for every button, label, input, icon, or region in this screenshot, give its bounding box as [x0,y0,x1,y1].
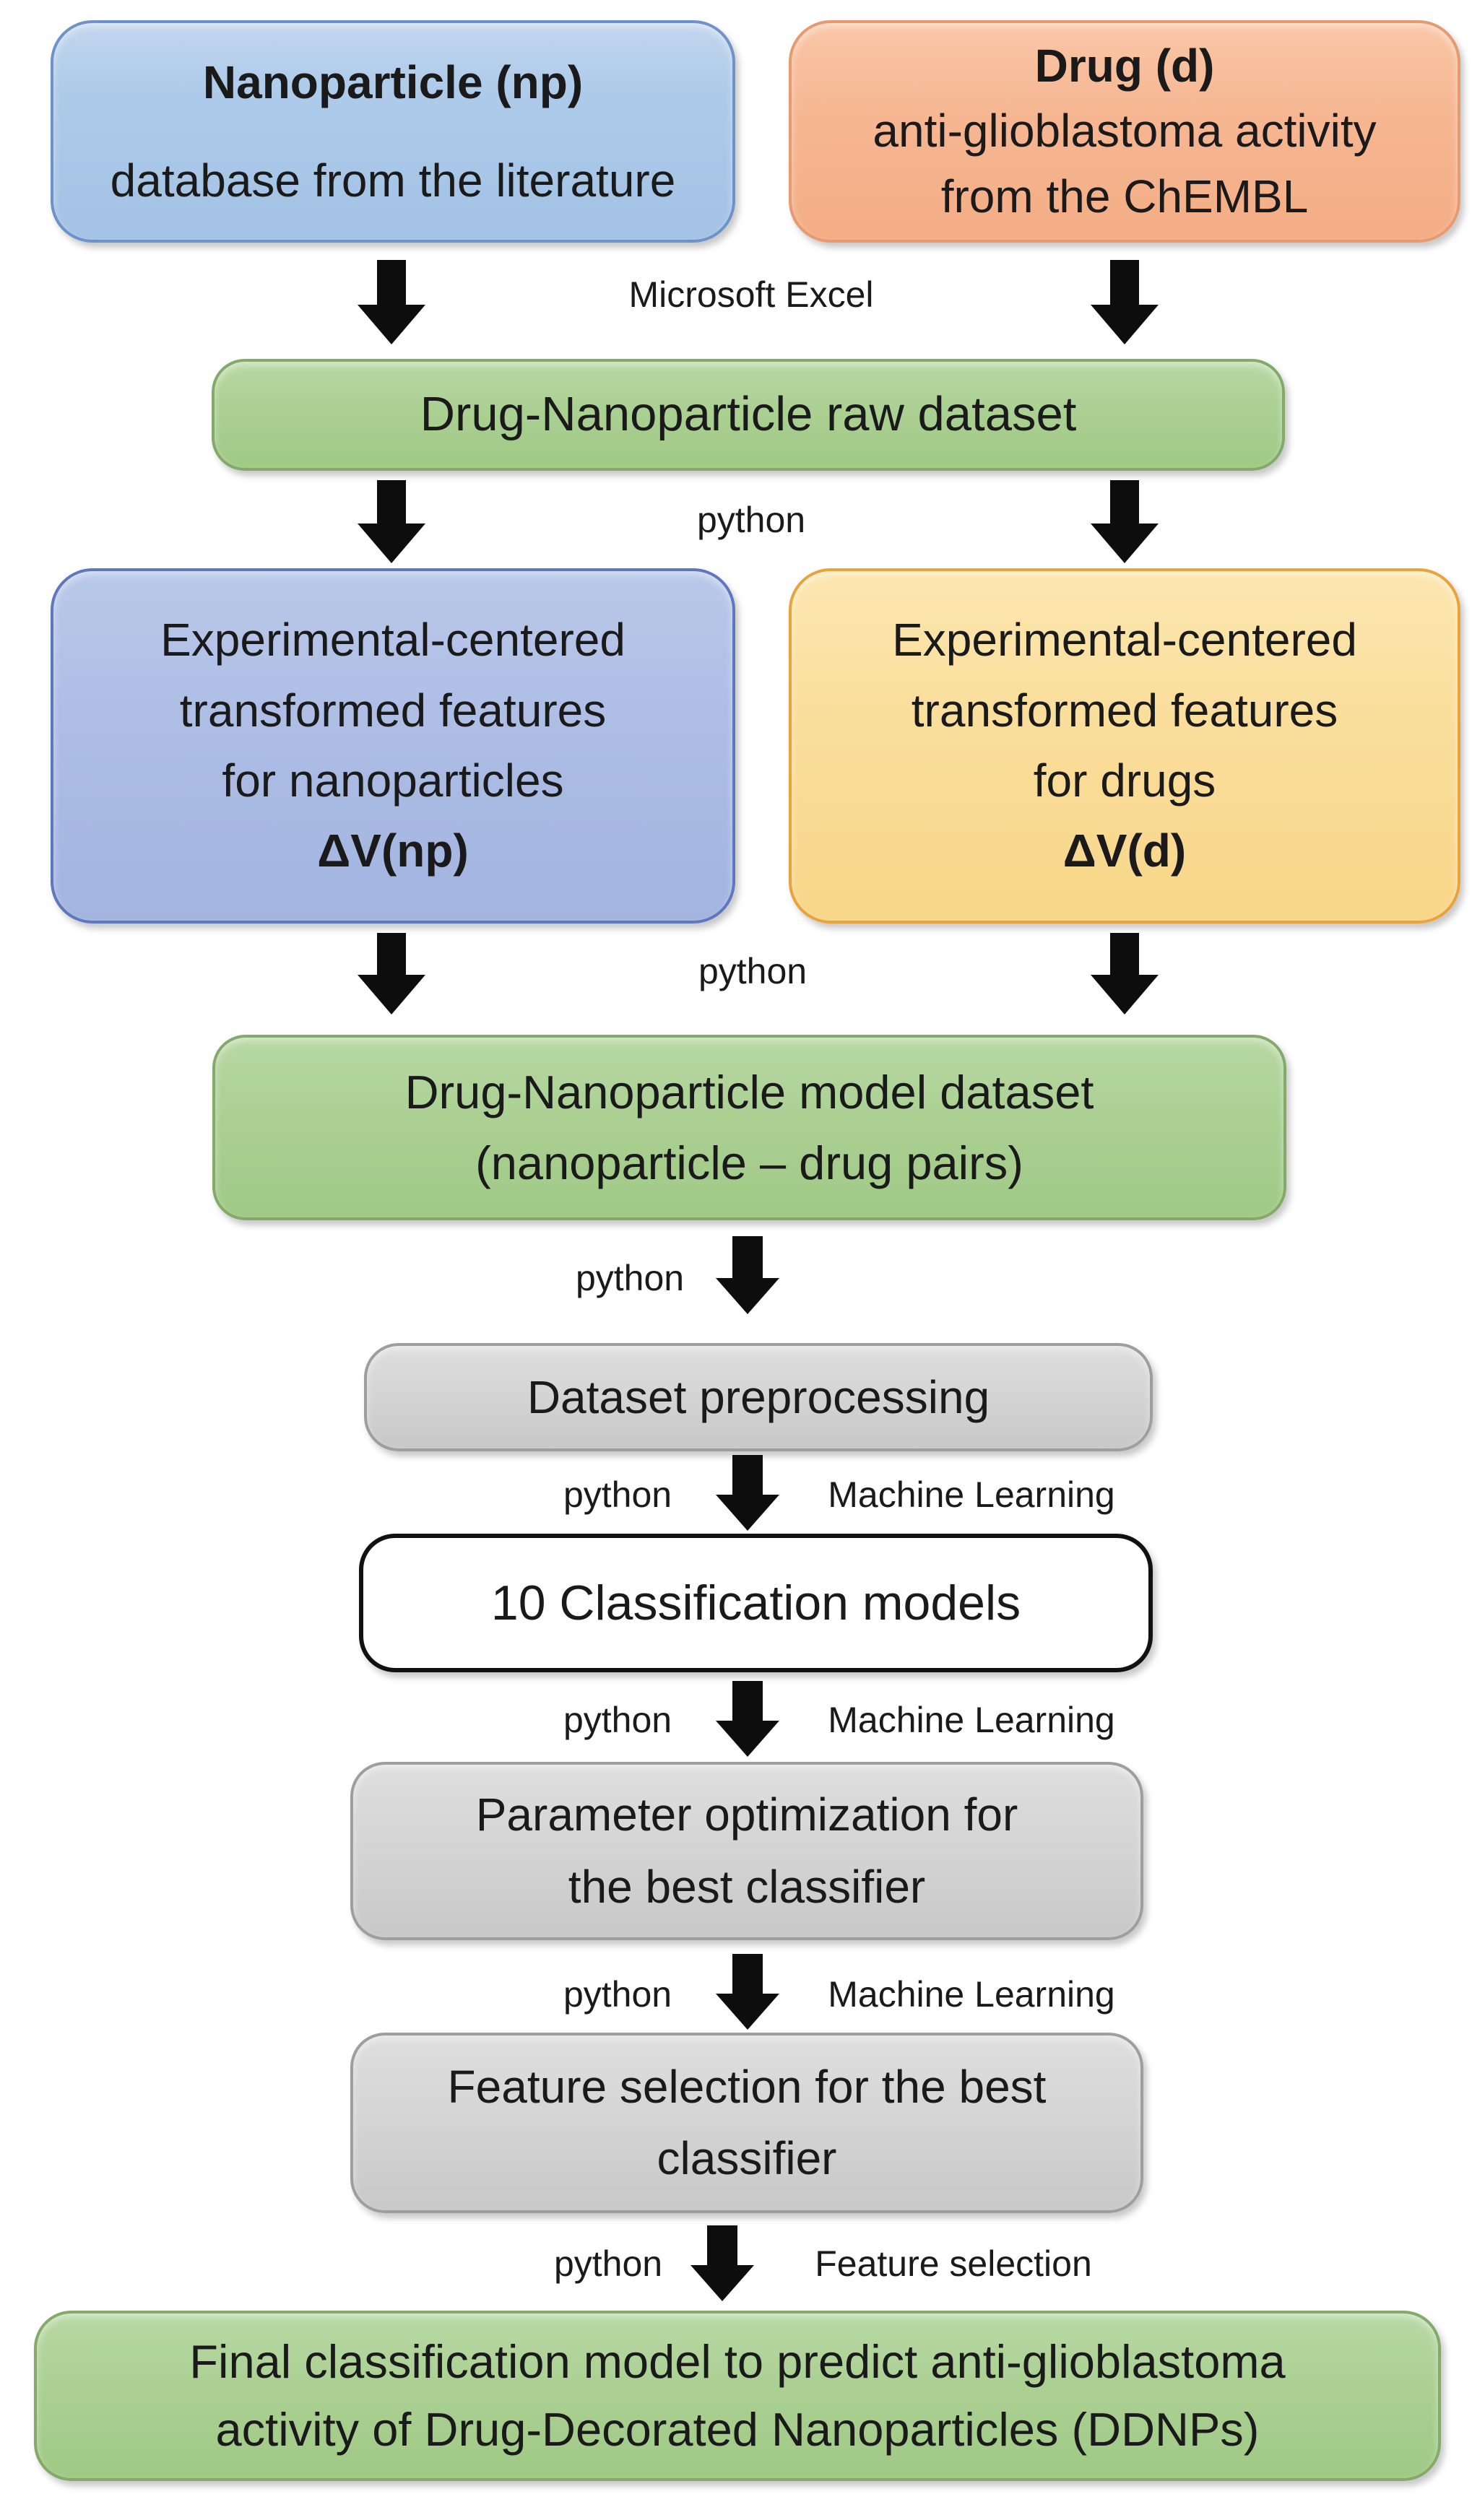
edge-label-python-7: python [553,2243,663,2284]
arrow-drugfeatures-to-model [1091,933,1159,1014]
drug-features-line2: transformed features [911,684,1338,737]
arrow-drug-to-raw [1091,260,1159,344]
edge-label-python-5: python [563,1700,672,1740]
model-dataset-line1: Drug-Nanoparticle model dataset [404,1066,1094,1118]
arrow-head [1091,305,1159,344]
nanoparticle-subtitle: database from the literature [110,155,676,207]
np-features-line3: for nanoparticles [222,755,564,807]
node-np-features: Experimental-centered transformed featur… [51,568,735,924]
arrow-head [716,1278,779,1314]
arrow-shaft [377,933,406,975]
classification-label: 10 Classification models [490,1576,1021,1630]
np-features-formula: ΔV(np) [317,825,469,877]
arrow-head [716,1994,779,2030]
param-opt-line2: the best classifier [568,1860,926,1913]
arrow-paramopt-to-featsel [716,1954,779,2030]
edge-label-python-2: python [698,951,808,991]
nanoparticle-title: Nanoparticle (np) [202,56,584,108]
np-features-line1: Experimental-centered [160,614,625,666]
node-classification-models: 10 Classification models [359,1534,1153,1672]
node-nanoparticle-database: Nanoparticle (np) database from the lite… [51,20,735,243]
arrow-shaft [377,480,406,523]
arrow-shaft [732,1236,763,1278]
edge-label-python-6: python [563,1974,672,2015]
arrow-shaft [732,1455,763,1495]
drug-line1: anti-glioblastoma activity [873,105,1377,157]
node-parameter-optimization: Parameter optimization for the best clas… [350,1762,1143,1940]
final-line2: activity of Drug-Decorated Nanoparticles… [215,2403,1260,2456]
arrow-shaft [732,1681,763,1721]
arrow-head [358,523,425,563]
drug-title: Drug (d) [1034,39,1215,92]
arrow-head [716,1721,779,1757]
node-model-dataset: Drug-Nanoparticle model dataset (nanopar… [212,1035,1286,1220]
model-dataset-line2: (nanoparticle – drug pairs) [475,1136,1023,1189]
drug-features-line1: Experimental-centered [892,614,1357,666]
edge-label-machine-learning-2: Machine Learning [828,1700,1115,1740]
edge-label-python-1: python [696,500,806,540]
edge-label-feature-selection: Feature selection [815,2243,1092,2284]
edge-label-microsoft-excel: Microsoft Excel [628,274,874,315]
arrow-head [690,2265,754,2301]
edge-label-python-4: python [563,1474,672,1515]
arrow-np-to-raw [358,260,425,344]
edge-label-python-3: python [575,1258,685,1298]
arrow-shaft [377,260,406,305]
final-line1: Final classification model to predict an… [189,2334,1286,2388]
raw-dataset-label: Drug-Nanoparticle raw dataset [420,387,1077,442]
arrow-featsel-to-final [690,2225,754,2301]
node-drug-chembl: Drug (d) anti-glioblastoma activity from… [789,20,1460,243]
node-raw-dataset: Drug-Nanoparticle raw dataset [212,359,1285,471]
feat-sel-line1: Feature selection for the best [447,2060,1047,2113]
np-features-line2: transformed features [179,684,607,737]
edge-label-machine-learning-1: Machine Learning [828,1474,1115,1515]
arrow-head [358,975,425,1014]
drug-line2: from the ChEMBL [940,170,1309,223]
arrow-raw-to-drugfeatures [1091,480,1159,563]
arrow-shaft [1110,260,1139,305]
arrow-model-to-preprocessing [716,1236,779,1314]
node-feature-selection: Feature selection for the best classifie… [350,2033,1143,2213]
arrow-shaft [707,2225,737,2265]
arrow-head [1091,975,1159,1014]
arrow-shaft [1110,480,1139,523]
drug-features-formula: ΔV(d) [1062,825,1187,877]
arrow-npfeatures-to-model [358,933,425,1014]
node-drug-features: Experimental-centered transformed featur… [789,568,1460,924]
arrow-head [358,305,425,344]
edge-label-machine-learning-3: Machine Learning [828,1974,1115,2015]
arrow-head [1091,523,1159,563]
node-final-model: Final classification model to predict an… [34,2311,1441,2481]
preprocessing-label: Dataset preprocessing [527,1371,990,1423]
arrow-raw-to-npfeatures [358,480,425,563]
feat-sel-line2: classifier [657,2132,837,2184]
arrow-shaft [1110,933,1139,975]
node-dataset-preprocessing: Dataset preprocessing [364,1343,1153,1451]
arrow-shaft [732,1954,763,1994]
drug-features-line3: for drugs [1033,755,1216,807]
arrow-head [716,1495,779,1531]
param-opt-line1: Parameter optimization for [475,1789,1018,1841]
arrow-classification-to-paramopt [716,1681,779,1757]
arrow-preprocessing-to-classification [716,1455,779,1531]
